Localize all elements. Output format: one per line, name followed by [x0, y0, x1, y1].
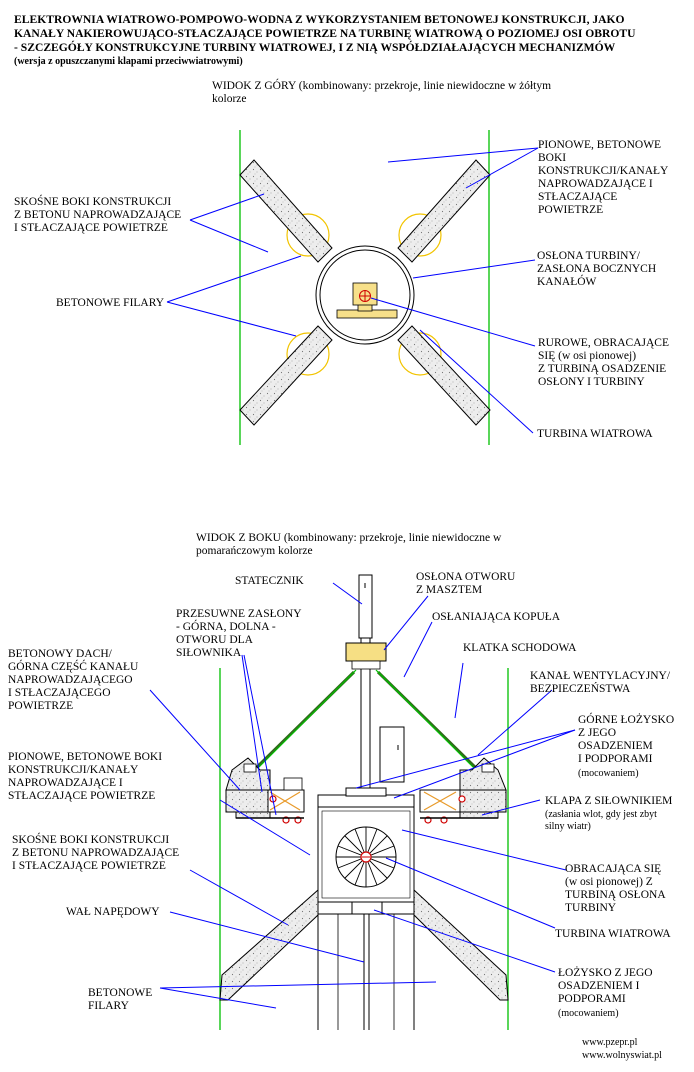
top-label-rurowe: RUROWE, OBRACAJĄCE SIĘ (w osi pionowej) … [538, 337, 669, 388]
side-label-wal: WAŁ NAPĘDOWY [66, 906, 160, 918]
top-label-turbina: TURBINA WIATROWA [537, 428, 653, 440]
concrete-roof [225, 757, 507, 819]
side-view-diagram [149, 574, 576, 1030]
lower-bearing [351, 901, 383, 915]
staircase [379, 726, 405, 783]
hidden-pillars [286, 213, 442, 376]
side-view-leaders [149, 582, 576, 1009]
top-label-oslona: OSŁONA TURBINY/ ZASŁONA BOCZNYCH KANAŁÓW [537, 250, 657, 288]
side-label-klapa: KLAPA Z SIŁOWNIKIEM [545, 795, 673, 807]
side-label-dach: BETONOWY DACH/ GÓRNA CZĘŚĆ KANAŁU NAPROW… [8, 648, 139, 712]
side-label-oslona-otworu: OSŁONA OTWORU Z MASZTEM [416, 571, 516, 596]
side-label-kanal: KANAŁ WENTYLACYJNY/ BEZPIECZEŃSTWA [530, 670, 671, 695]
header-line-1: ELEKTROWNIA WIATROWO-POMPOWO-WODNA Z WYK… [14, 13, 625, 26]
side-view-title: WIDOK Z BOKU (kombinowany: przekroje, li… [196, 532, 502, 557]
top-label-skosne: SKOŚNE BOKI KONSTRUKCJI Z BETONU NAPROWA… [14, 196, 182, 234]
top-label-filary: BETONOWE FILARY [56, 297, 165, 309]
header-line-3: - SZCZEGÓŁY KONSTRUKCYJNE TURBINY WIATRO… [14, 41, 616, 54]
footer-url-1[interactable]: www.pzepr.pl [582, 1037, 638, 1048]
side-label-gorne-lozysko: GÓRNE ŁOŻYSKO Z JEGO OSADZENIEM I PODPOR… [578, 714, 675, 765]
footer-url-2[interactable]: www.wolnyswiat.pl [582, 1050, 662, 1061]
header-line-4: (wersja z opuszczanymi klapami przeciwwi… [14, 56, 243, 67]
side-label-klatka: KLATKA SCHODOWA [463, 642, 577, 654]
side-label-mocowaniem-2: (mocowaniem) [558, 1008, 619, 1019]
side-label-statecznik: STATECZNIK [235, 575, 304, 587]
top-view-leaders [166, 147, 539, 434]
top-bearing [317, 794, 415, 808]
side-label-obracajaca: OBRACAJĄCA SIĘ (w osi pionowej) Z TURBIN… [565, 863, 666, 914]
wind-turbine-wheel [335, 826, 397, 888]
side-label-pionowe: PIONOWE, BETONOWE BOKI KONSTRUKCJI/KANAŁ… [8, 751, 163, 802]
side-label-mocowaniem-1: (mocowaniem) [578, 768, 639, 779]
side-label-skosne: SKOŚNE BOKI KONSTRUKCJI Z BETONU NAPROWA… [12, 834, 180, 872]
header-line-2: KANAŁY NAKIEROWUJĄCO-STŁACZAJĄCE POWIETR… [14, 27, 636, 40]
side-label-lozysko: ŁOŻYSKO Z JEGO OSADZENIEM I PODPORAMI [558, 967, 653, 1005]
top-label-pionowe: PIONOWE, BETONOWE BOKI KONSTRUKCJI/KANAŁ… [538, 139, 669, 216]
side-label-zaslony: PRZESUWNE ZASŁONY - GÓRNA, DOLNA - OTWOR… [176, 608, 302, 659]
side-label-oslaniajaca: OSŁANIAJĄCA KOPUŁA [432, 611, 561, 623]
mast-shield [345, 642, 387, 662]
top-view-title: WIDOK Z GÓRY (kombinowany: przekroje, li… [212, 80, 552, 105]
diagonal-concrete-walls [239, 159, 491, 426]
side-label-filary: BETONOWE FILARY [88, 987, 153, 1012]
side-label-turbina: TURBINA WIATROWA [555, 928, 671, 940]
top-view-diagram [166, 130, 539, 445]
side-label-klapa-sub: (zasłania wlot, gdy jest zbyt silny wiat… [545, 809, 657, 832]
